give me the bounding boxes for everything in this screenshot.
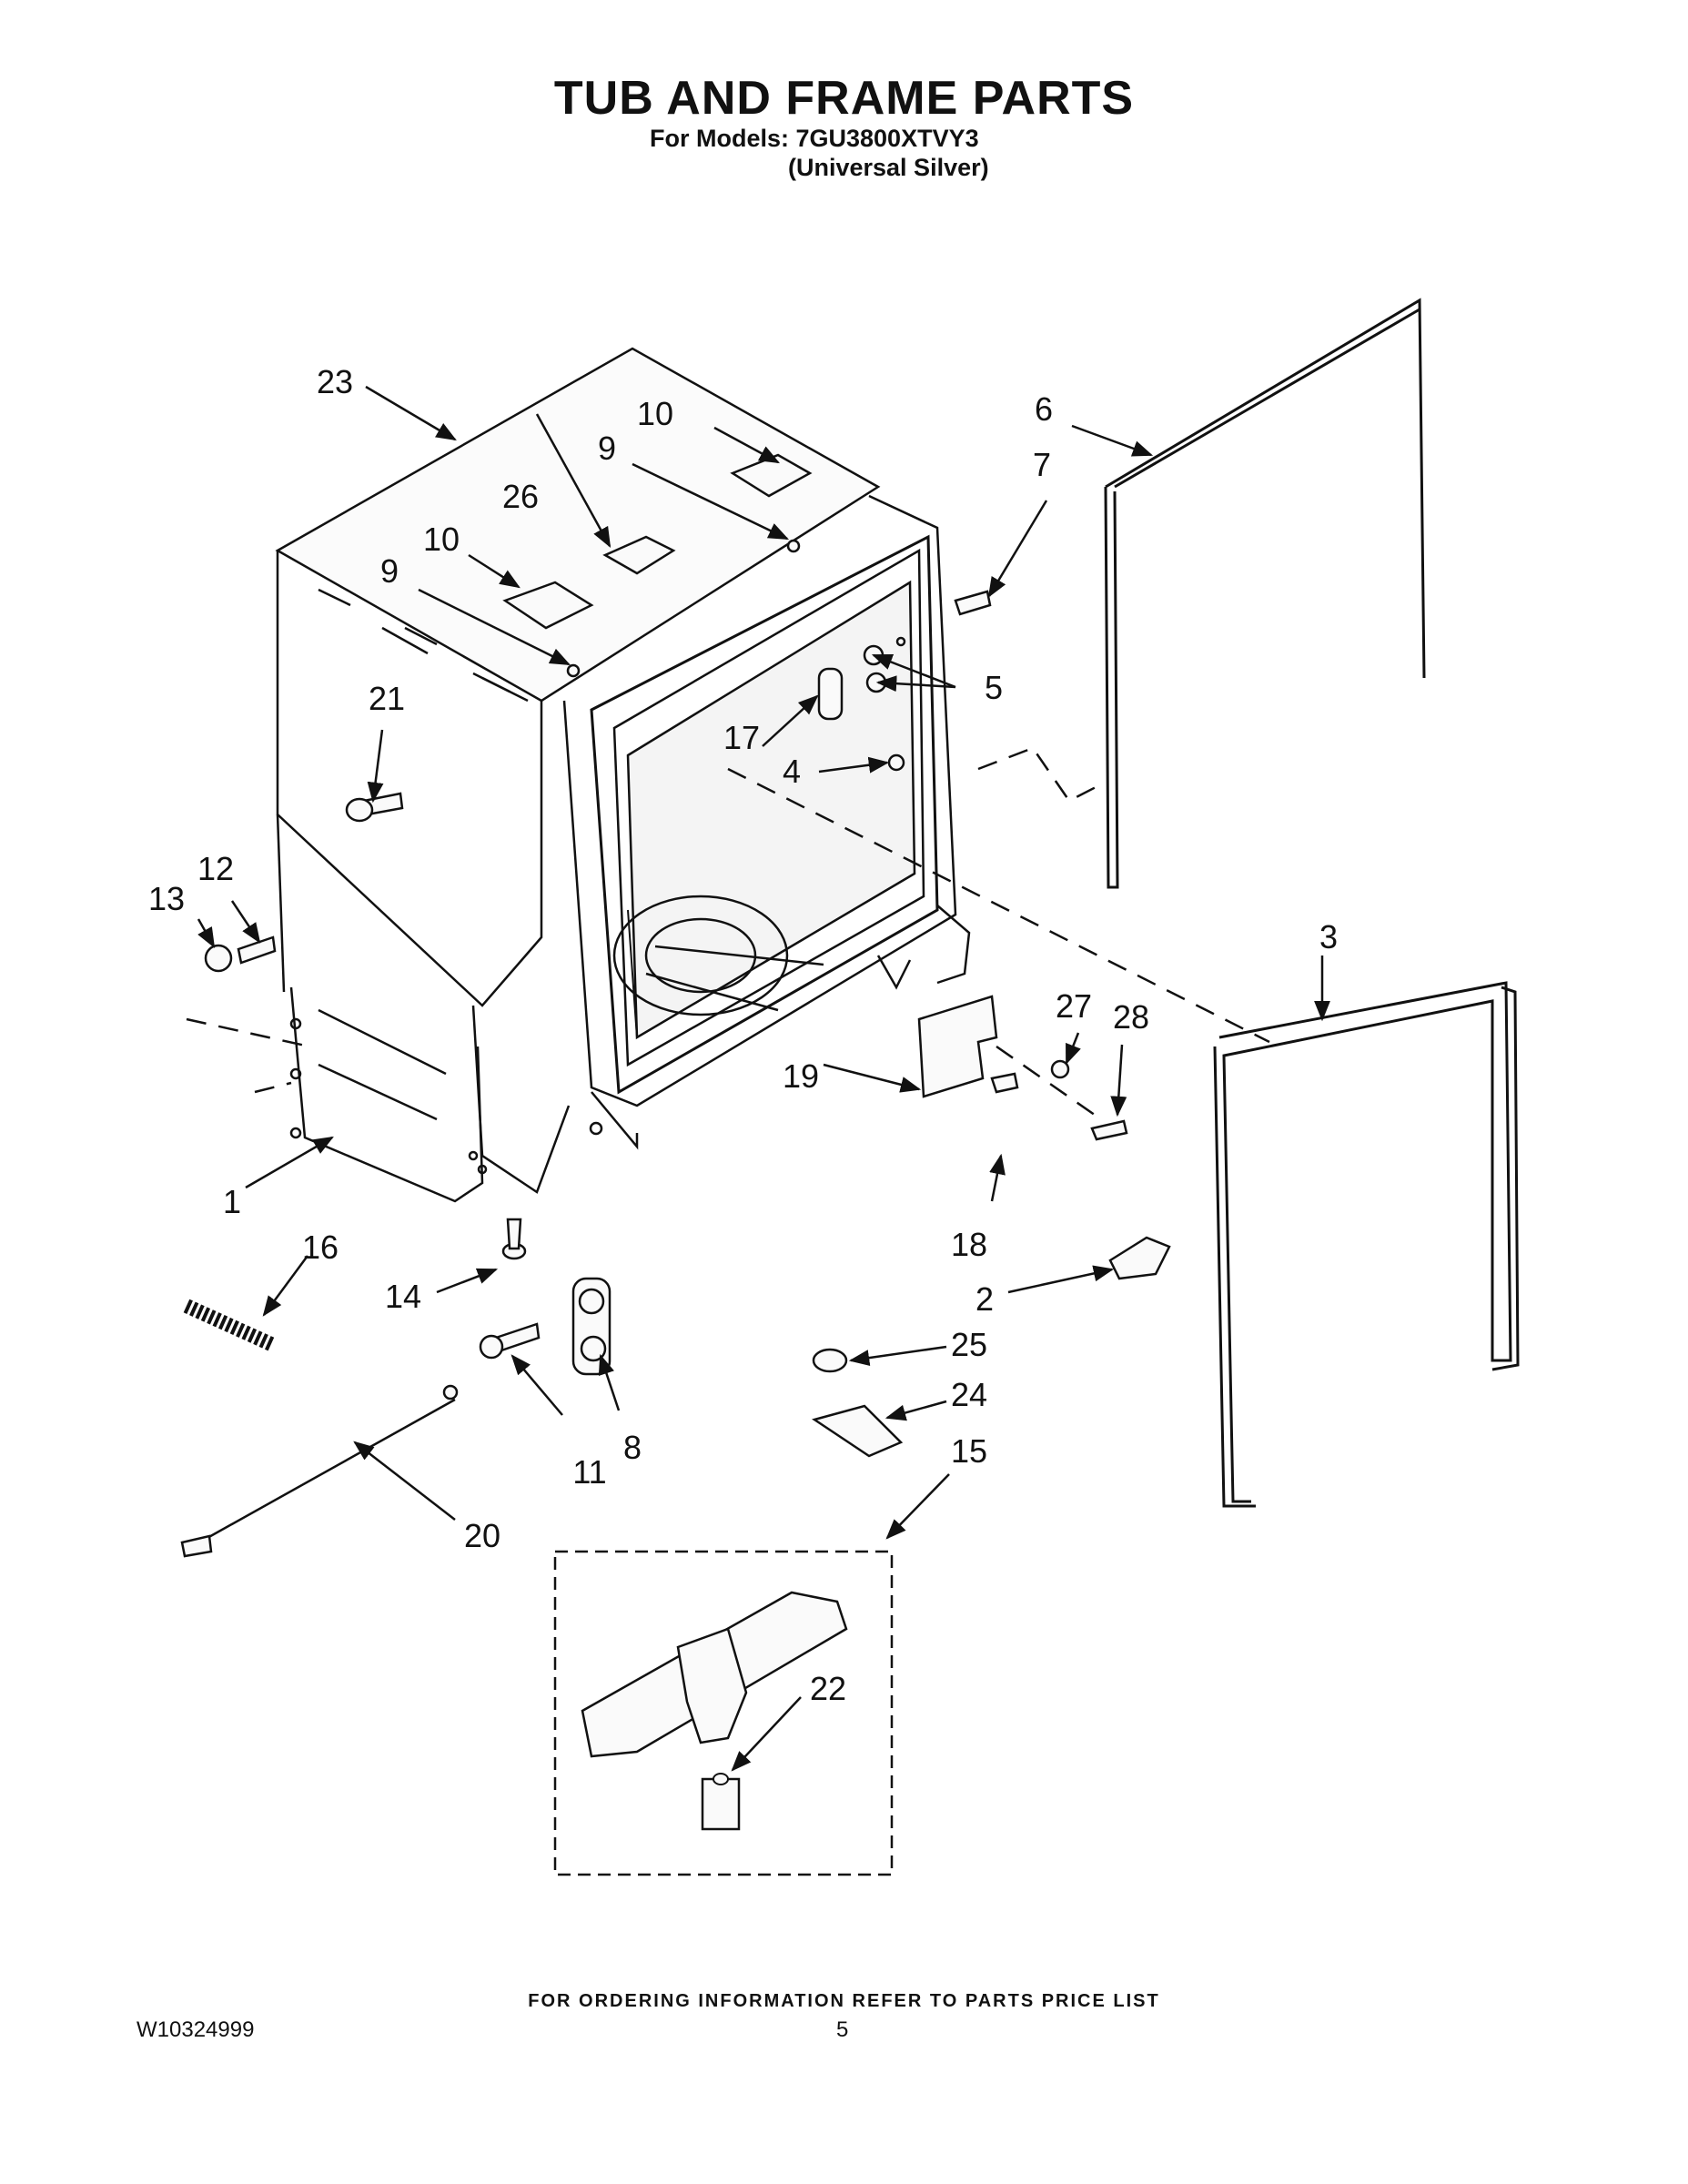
- callout-12: 12: [197, 850, 234, 887]
- callout-25: 25: [951, 1326, 987, 1363]
- tub-assembly: [275, 347, 971, 1203]
- page-title: TUB AND FRAME PARTS: [553, 72, 1135, 125]
- callout-7: 7: [1033, 446, 1051, 483]
- document-number: W10324999: [136, 2017, 255, 2042]
- leader-arrows: [197, 385, 1330, 1772]
- callout-10-lower: 10: [423, 521, 460, 558]
- callout-2: 2: [975, 1280, 994, 1318]
- callout-9-upper: 9: [598, 430, 616, 467]
- callout-18: 18: [951, 1226, 987, 1263]
- callout-4: 4: [783, 753, 801, 790]
- callout-10-upper: 10: [637, 395, 673, 432]
- callout-6: 6: [1035, 390, 1053, 428]
- page-number: 5: [836, 2017, 849, 2042]
- callout-22: 22: [810, 1670, 846, 1707]
- door-seals: [1104, 298, 1520, 1508]
- callout-19: 19: [783, 1057, 819, 1095]
- models-line: For Models: 7GU3800XTVY3: [650, 125, 979, 152]
- sump-assembly-detail: [553, 1550, 894, 1876]
- callout-labels: 1 2 3 4 5 6 7 8 9 9 10 10 11 12 13 14 15…: [148, 363, 1338, 1707]
- callout-14: 14: [385, 1278, 421, 1315]
- callout-26: 26: [502, 478, 539, 515]
- callout-23: 23: [317, 363, 353, 400]
- callout-3: 3: [1319, 918, 1338, 956]
- callout-24: 24: [951, 1376, 987, 1413]
- model-subtitle: For Models: 7GU3800XTVY3 (Universal Silv…: [650, 124, 989, 182]
- callout-27: 27: [1056, 987, 1092, 1025]
- callout-20: 20: [464, 1517, 500, 1554]
- dashed-guide-lines: [186, 746, 1270, 1121]
- callout-9-lower: 9: [380, 552, 399, 590]
- callout-15: 15: [951, 1432, 987, 1470]
- ordering-note: FOR ORDERING INFORMATION REFER TO PARTS …: [528, 1991, 1160, 2011]
- callout-13: 13: [148, 880, 185, 917]
- callout-16: 16: [302, 1228, 339, 1266]
- callout-28: 28: [1113, 998, 1149, 1036]
- callout-21: 21: [369, 680, 405, 717]
- callout-1: 1: [223, 1183, 241, 1220]
- hardware-parts: [180, 590, 1171, 1558]
- callout-8: 8: [623, 1429, 642, 1466]
- callout-11: 11: [572, 1453, 606, 1491]
- variant-line: (Universal Silver): [788, 154, 989, 181]
- callout-5: 5: [985, 669, 1003, 706]
- callout-17: 17: [723, 719, 760, 756]
